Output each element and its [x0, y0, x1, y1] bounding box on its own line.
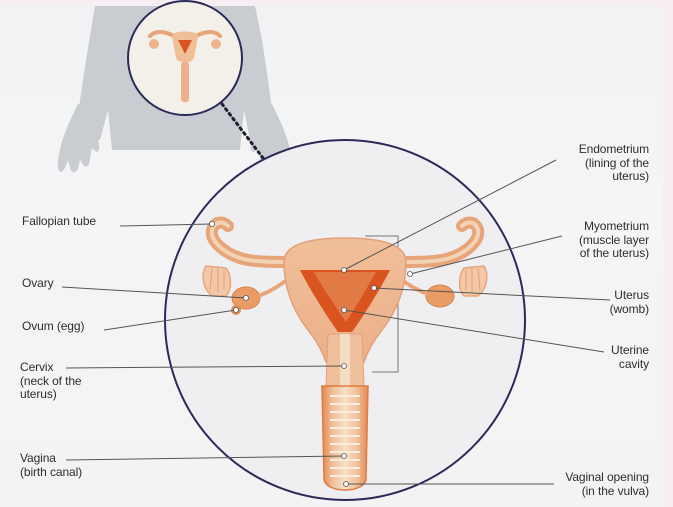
label-endometrium: Endometrium (lining of the uterus)	[579, 143, 649, 184]
label-uterine-cavity: Uterine cavity	[611, 344, 649, 371]
vagina	[322, 386, 368, 490]
label-uterus: Uterus (womb)	[610, 289, 649, 316]
label-ovum: Ovum (egg)	[22, 320, 84, 334]
label-vagina: Vagina (birth canal)	[20, 452, 82, 479]
label-vaginal-opening: Vaginal opening (in the vulva)	[565, 471, 649, 498]
label-myometrium: Myometrium (muscle layer of the uterus)	[579, 220, 649, 261]
label-fallopian-tube: Fallopian tube	[22, 215, 96, 229]
label-ovary: Ovary	[22, 277, 54, 291]
label-cervix: Cervix (neck of the uterus)	[20, 361, 82, 402]
